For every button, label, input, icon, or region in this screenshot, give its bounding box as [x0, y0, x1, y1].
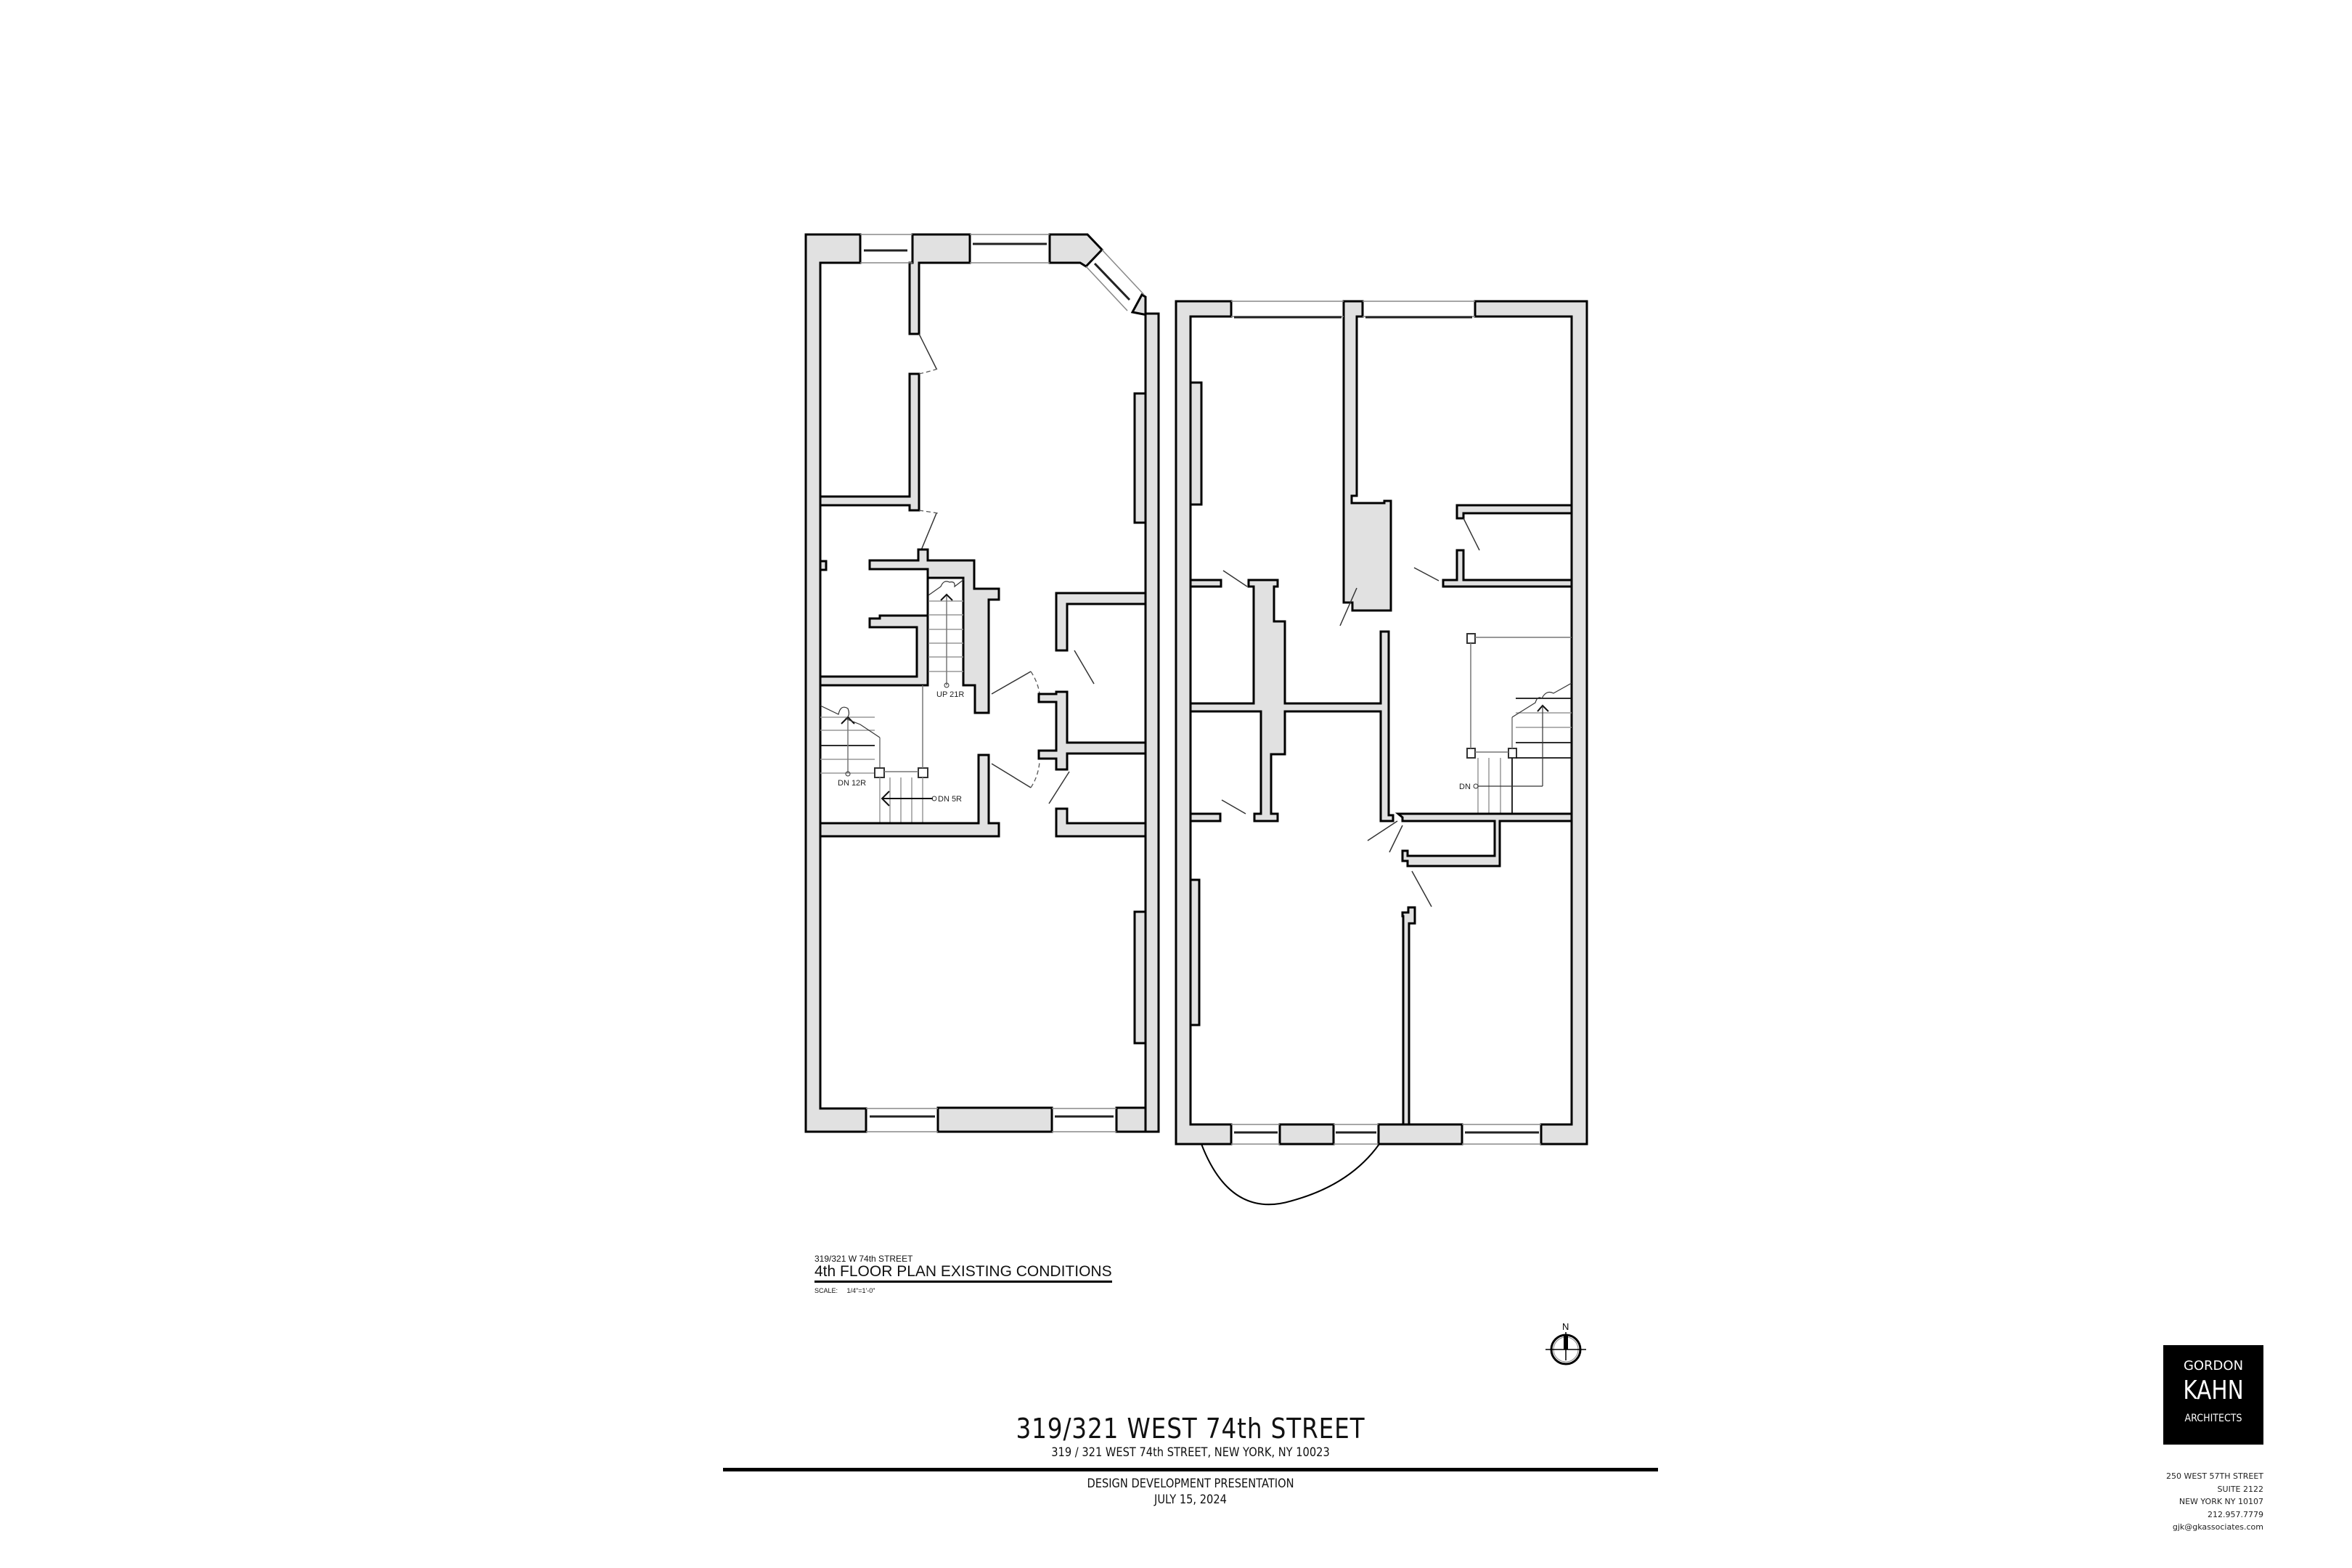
stair-label-dn-12r: DN 12R [838, 779, 866, 788]
closet-walls-2 [1037, 690, 1147, 771]
central-spine [1189, 579, 1395, 822]
stair-dn: DN 12R DN 5R [820, 685, 962, 823]
upper-left-room-wall [819, 372, 920, 512]
door-hall-mid[interactable] [991, 671, 1032, 695]
north-label: N [1562, 1321, 1569, 1332]
drawing-title: 4th FLOOR PLAN EXISTING CONDITIONS [814, 1264, 1112, 1283]
door-lower-closet[interactable] [1389, 825, 1403, 853]
firm-city: NEW YORK NY 10107 [2179, 1497, 2263, 1506]
top-center-pier [1342, 300, 1392, 612]
door-closet-2[interactable] [1048, 771, 1070, 804]
scale-value: 1/4"=1'-0" [846, 1287, 875, 1294]
logo-line-3: ARCHITECTS [2184, 1413, 2242, 1424]
door-rear-bedroom[interactable] [1411, 870, 1432, 907]
left-top-windows [860, 234, 1145, 311]
left-bottom-windows [866, 1108, 1116, 1132]
firm-phone: 212.957.7779 [2208, 1509, 2263, 1519]
scale-label: SCALE: [814, 1287, 838, 1294]
project-name: 319/321 WEST 74th STREET [1016, 1413, 1365, 1445]
lower-right-closet [1395, 812, 1573, 867]
drawing-label: 319/321 W 74th STREET 4th FLOOR PLAN EXI… [814, 1254, 1112, 1294]
project-date: JULY 15, 2024 [1154, 1493, 1227, 1507]
project-address: 319 / 321 WEST 74th STREET, NEW YORK, NY… [1051, 1445, 1330, 1460]
door-closet-1[interactable] [1074, 650, 1095, 685]
right-left-exterior-wall [1175, 300, 1233, 1146]
hall-lower-wall [819, 754, 1000, 838]
door-upper-left-room[interactable] [918, 333, 937, 369]
firm-address: 250 WEST 57TH STREET SUITE 2122 NEW YORK… [2134, 1470, 2263, 1534]
top-pier-2 [908, 233, 971, 335]
right-bedroom-lower-wall [1442, 549, 1573, 588]
door-right-closet[interactable] [1463, 518, 1480, 551]
logo-line-1: GORDON [2183, 1358, 2244, 1373]
firm-suite: SUITE 2122 [2217, 1484, 2263, 1494]
left-building-plan: UP 21R DN 12R DN 5R [804, 233, 1160, 1133]
right-bottom-windows [1231, 1124, 1541, 1145]
bottom-pier-left [936, 1106, 1053, 1133]
left-exterior-wall [804, 233, 867, 1133]
bay-corner-pier [1048, 233, 1104, 268]
firm-email[interactable]: gjk@gkassociates.com [2172, 1522, 2263, 1532]
door-hall-lower[interactable] [991, 763, 1032, 788]
drawing-scale: SCALE: 1/4"=1'-0" [814, 1287, 1112, 1294]
party-wall [1144, 312, 1160, 1133]
title-block: 319/321 WEST 74th STREET 319 / 321 WEST … [723, 1413, 1658, 1508]
stair-right: DN [1459, 633, 1572, 814]
fireplace-right-lower [1189, 878, 1201, 1026]
north-arrow-icon: N [1545, 1321, 1586, 1365]
bottom-pier-r2 [1377, 1123, 1463, 1146]
right-building-plan: DN [1175, 300, 1588, 1206]
rear-bedroom-partition [1401, 906, 1416, 1126]
stair-up-21r: UP 21R [928, 579, 964, 699]
door-bath[interactable] [1339, 587, 1357, 626]
stair-core-walls [819, 548, 1000, 714]
firm-logo: GORDON KAHN ARCHITECTS [2163, 1345, 2263, 1445]
closet-walls-3 [1055, 807, 1147, 838]
drawing-project-ref: 319/321 W 74th STREET [814, 1254, 913, 1264]
bay-window-arc [1201, 1143, 1380, 1206]
title-divider [723, 1468, 1658, 1471]
bottom-pier-r1 [1278, 1123, 1335, 1146]
right-top-windows [1231, 301, 1475, 319]
fireplace-lower [1133, 910, 1147, 1045]
logo-line-2: KAHN [2183, 1376, 2244, 1405]
central-cross-wall [1189, 579, 1222, 588]
fireplace-right-upper [1189, 381, 1203, 506]
door-hall-left[interactable] [918, 513, 937, 556]
small-stub [819, 560, 828, 571]
right-closet-wall [1455, 504, 1573, 520]
stair-label-dn-5r: DN 5R [938, 795, 962, 804]
door-lower-hall[interactable] [1367, 820, 1398, 841]
door-rear-room[interactable] [1221, 799, 1246, 814]
right-right-exterior-wall [1474, 300, 1588, 1146]
closet-walls [1055, 592, 1147, 652]
bottom-right-pier [1115, 1106, 1147, 1133]
door-right-bedroom[interactable] [1413, 567, 1440, 581]
stair-label-dn-right: DN [1459, 783, 1471, 791]
project-phase: DESIGN DEVELOPMENT PRESENTATION [1087, 1477, 1294, 1491]
fireplace-upper [1133, 392, 1147, 524]
door-front-room[interactable] [1222, 570, 1248, 587]
central-lower-left [1189, 812, 1222, 822]
firm-street: 250 WEST 57TH STREET [2166, 1471, 2263, 1481]
stair-label-up: UP 21R [936, 690, 964, 699]
